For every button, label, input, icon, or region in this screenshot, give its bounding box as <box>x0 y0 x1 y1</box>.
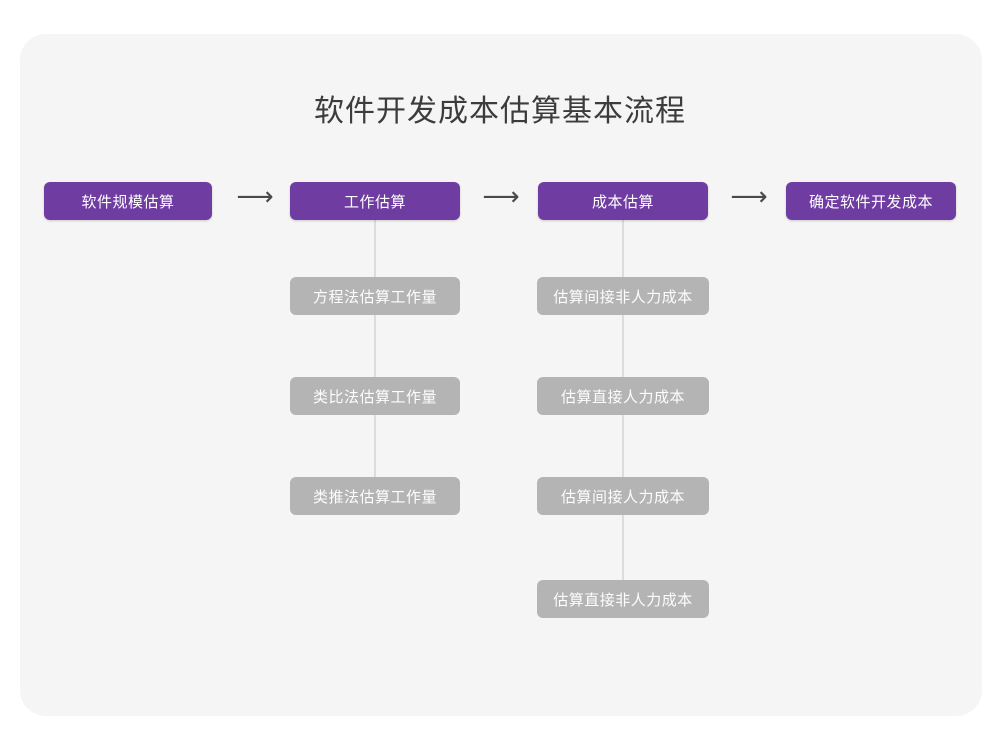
step-node-software-scale-estimation[interactable]: 软件规模估算 <box>44 182 212 220</box>
branch-node-indirect-nonlabor-cost[interactable]: 估算间接非人力成本 <box>537 277 709 315</box>
step-node-determine-development-cost[interactable]: 确定软件开发成本 <box>786 182 956 220</box>
diagram-card <box>20 34 982 716</box>
branch-node-direct-nonlabor-cost[interactable]: 估算直接非人力成本 <box>537 580 709 618</box>
connector-line-work-branch <box>374 210 376 500</box>
branch-node-equation-method-effort[interactable]: 方程法估算工作量 <box>290 277 460 315</box>
step-node-cost-estimation[interactable]: 成本估算 <box>538 182 708 220</box>
page-title: 软件开发成本估算基本流程 <box>314 95 686 128</box>
branch-node-direct-labor-cost[interactable]: 估算直接人力成本 <box>537 377 709 415</box>
branch-node-analogy-method-effort[interactable]: 类比法估算工作量 <box>290 377 460 415</box>
branch-node-indirect-labor-cost[interactable]: 估算间接人力成本 <box>537 477 709 515</box>
step-node-work-estimation[interactable]: 工作估算 <box>290 182 460 220</box>
branch-node-inference-method-effort[interactable]: 类推法估算工作量 <box>290 477 460 515</box>
arrow-right-icon-1: ⟶ <box>236 182 274 212</box>
arrow-right-icon-3: ⟶ <box>730 182 768 212</box>
arrow-right-icon-2: ⟶ <box>482 182 520 212</box>
